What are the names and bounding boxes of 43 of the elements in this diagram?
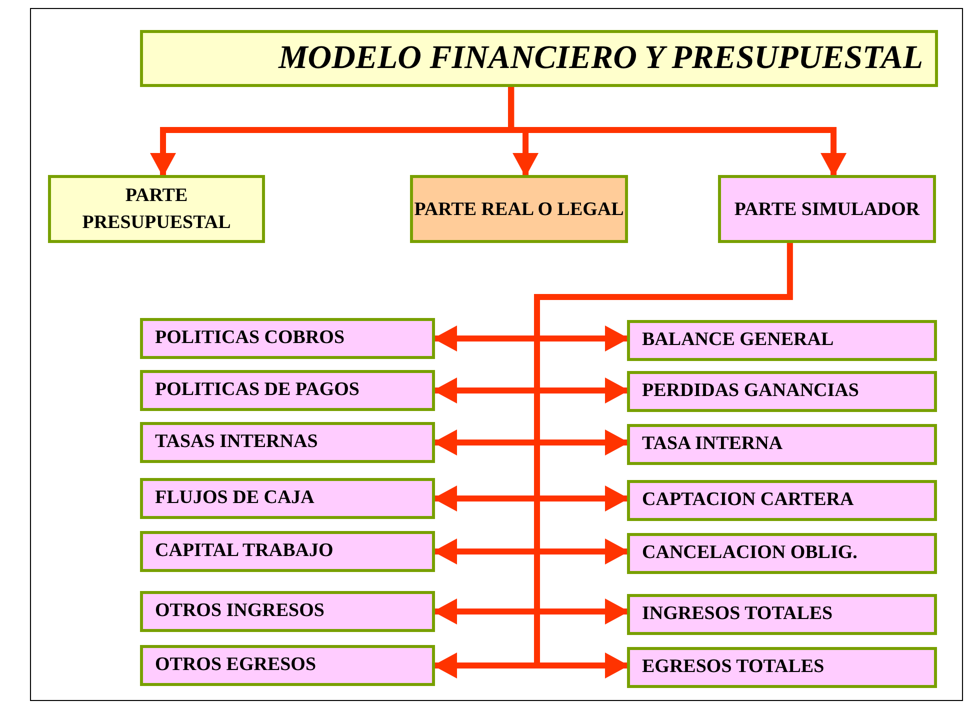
part-box bbox=[718, 175, 936, 243]
item-box bbox=[627, 320, 937, 361]
box-label: CANCELACION OBLIG. bbox=[642, 541, 858, 566]
item-box bbox=[140, 478, 435, 519]
item-box bbox=[627, 371, 937, 412]
item-box bbox=[627, 647, 937, 688]
box-label: PARTE SIMULADOR bbox=[734, 198, 920, 222]
box-label: CAPTACION CARTERA bbox=[642, 488, 854, 512]
item-box bbox=[627, 424, 937, 465]
box-label: PARTE PRESUPUESTAL bbox=[81, 184, 232, 235]
box-label: FLUJOS DE CAJA bbox=[155, 486, 314, 510]
item-box bbox=[627, 533, 937, 574]
item-box bbox=[140, 531, 435, 572]
arrow bbox=[433, 378, 629, 404]
box-label: INGRESOS TOTALES bbox=[642, 602, 833, 626]
arrow bbox=[433, 326, 629, 352]
item-box bbox=[140, 591, 435, 632]
arrow bbox=[433, 486, 629, 512]
box-label: POLITICAS DE PAGOS bbox=[155, 378, 360, 402]
box-label: BALANCE GENERAL bbox=[642, 328, 834, 352]
item-box bbox=[140, 370, 435, 411]
box-label: TASA INTERNA bbox=[642, 432, 783, 456]
box-label: EGRESOS TOTALES bbox=[642, 655, 824, 680]
part-box bbox=[48, 175, 265, 243]
box-label: OTROS EGRESOS bbox=[155, 653, 316, 678]
arrow bbox=[433, 430, 629, 456]
box-label: OTROS INGRESOS bbox=[155, 599, 324, 624]
item-box bbox=[140, 422, 435, 463]
item-box bbox=[627, 594, 937, 635]
item-box bbox=[627, 480, 937, 521]
arrow bbox=[433, 538, 629, 564]
box-label: CAPITAL TRABAJO bbox=[155, 539, 334, 564]
box-label: TASAS INTERNAS bbox=[155, 430, 318, 454]
item-box bbox=[140, 645, 435, 686]
title-box bbox=[140, 30, 938, 87]
box-label: PERDIDAS GANANCIAS bbox=[642, 379, 859, 404]
arrow bbox=[433, 652, 629, 678]
box-label: MODELO FINANCIERO Y PRESUPUESTAL bbox=[278, 38, 923, 78]
box-label: PARTE REAL O LEGAL bbox=[414, 198, 624, 222]
part-box bbox=[410, 175, 628, 243]
arrow bbox=[433, 598, 629, 624]
item-box bbox=[140, 318, 435, 359]
box-label: POLITICAS COBROS bbox=[155, 326, 345, 350]
